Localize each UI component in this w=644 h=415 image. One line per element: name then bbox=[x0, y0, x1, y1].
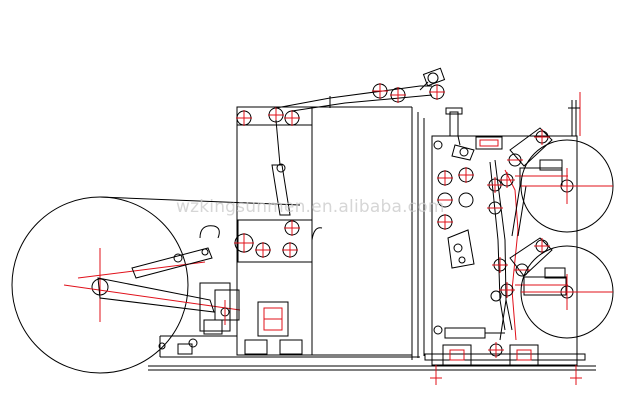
slitting-linkage bbox=[487, 159, 519, 341]
knife-holder bbox=[445, 107, 503, 161]
upper-rewind-roll bbox=[520, 139, 614, 233]
middle-frame bbox=[312, 106, 425, 360]
unwind-arm bbox=[97, 247, 240, 335]
lower-control-boxes bbox=[188, 301, 289, 348]
unwind-roll bbox=[11, 196, 301, 374]
right-frame-rollers bbox=[433, 140, 474, 335]
tension-assembly bbox=[419, 67, 446, 91]
pivot-plate bbox=[447, 229, 475, 269]
web-hooks bbox=[199, 225, 323, 241]
web-path bbox=[275, 83, 445, 112]
guide-bar bbox=[271, 119, 291, 216]
left-frame-rollers bbox=[234, 107, 300, 258]
right-frame bbox=[424, 135, 586, 385]
upper-rewind-arm bbox=[499, 127, 568, 237]
lower-rewind-roll bbox=[520, 245, 614, 339]
left-frame bbox=[158, 106, 313, 357]
watermark-text: wzkingsunmen.en.alibaba.com bbox=[176, 197, 445, 217]
bottom-cylinder bbox=[444, 299, 507, 358]
right-top-post bbox=[568, 92, 581, 136]
base-rail bbox=[148, 356, 596, 371]
